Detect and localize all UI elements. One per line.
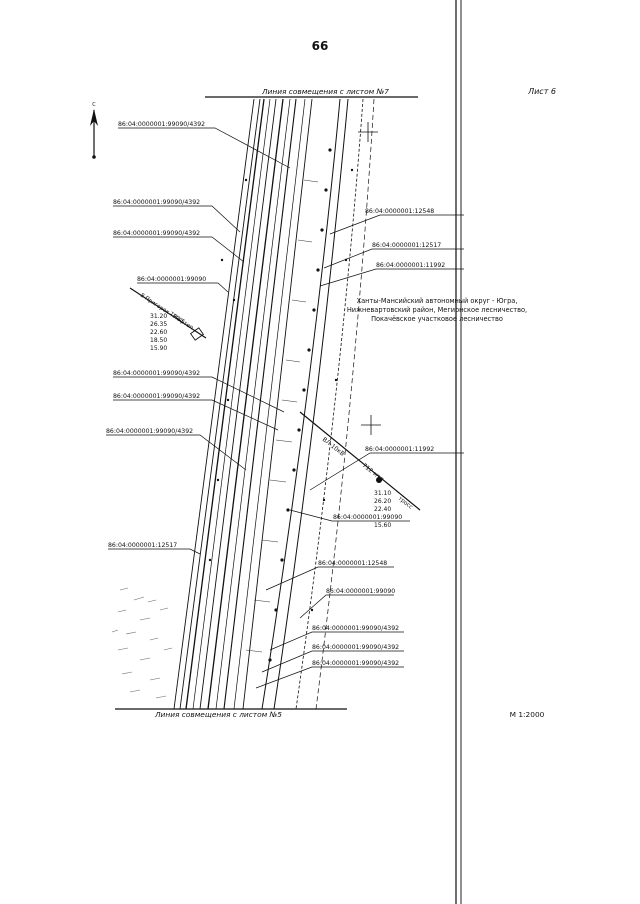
parcel-label-f: 86:04:0000001:99090/4392 <box>113 393 200 400</box>
parcel-label-j: 86:04:0000001:12517 <box>372 242 441 249</box>
region-note-line-1: Ханты-Мансийский автономный округ - Югра… <box>357 297 518 305</box>
parcel-label-p: 86:04:0000001:99090/4392 <box>312 625 399 632</box>
parcel-label-c: 86:04:0000001:99090/4392 <box>113 230 200 237</box>
left-elev-2: 26.35 <box>150 321 167 328</box>
left-elev-4: 18.50 <box>150 337 167 344</box>
right-elev-4: 15.60 <box>374 522 391 529</box>
leader-lines <box>106 127 464 689</box>
parcel-label-m: 86:04:0000001:99090 <box>333 514 402 521</box>
page-number: 66 <box>312 39 329 53</box>
parcel-label-o: 86:04:0000001:99090 <box>326 588 395 595</box>
parcel-label-i: 86:04:0000001:12548 <box>365 208 434 215</box>
power-line <box>299 411 421 511</box>
parcel-label-r: 86:04:0000001:99090/4392 <box>312 660 399 667</box>
parcel-label-q: 86:04:0000001:99090/4392 <box>312 644 399 651</box>
parcel-label-g: 86:04:0000001:99090/4392 <box>106 428 193 435</box>
right-elev-3: 22.40 <box>374 506 391 513</box>
right-elev-2: 26.20 <box>374 498 391 505</box>
region-note-line-3: Покачёвское участковое лесничество <box>371 315 503 323</box>
parcel-label-d: 86:04:0000001:99090 <box>137 276 206 283</box>
left-elev-3: 22.60 <box>150 329 167 336</box>
parcel-label-b: 86:04:0000001:99090/4392 <box>113 199 200 206</box>
power-pole-icon <box>376 477 382 483</box>
north-arrow-icon <box>90 109 98 159</box>
structure-icon <box>189 327 205 341</box>
parcel-label-n: 86:04:0000001:12548 <box>318 560 387 567</box>
right-elev-1: 31.10 <box>374 490 391 497</box>
left-elev-5: 15.90 <box>150 345 167 352</box>
forest-texture <box>111 587 173 699</box>
parcel-label-a: 86:04:0000001:99090/4392 <box>118 121 205 128</box>
sheet-label: Лист 6 <box>527 87 556 96</box>
pipeline-crossing <box>129 287 207 339</box>
region-note-line-2: Нижневартовский район, Мегионское леснич… <box>347 306 527 314</box>
parcel-label-l: 86:04:0000001:11992 <box>365 446 434 453</box>
bottom-match-line-label: Линия совмещения с листом №5 <box>154 710 282 719</box>
crosshair-icon <box>358 122 381 435</box>
parcel-label-k: 86:04:0000001:11992 <box>376 262 445 269</box>
parcel-label-e: 86:04:0000001:99090/4392 <box>113 370 200 377</box>
survey-points <box>208 148 354 662</box>
parcel-label-h: 86:04:0000001:12517 <box>108 542 177 549</box>
map-scale: М 1:2000 <box>510 710 545 719</box>
road-corridor <box>173 98 375 710</box>
left-elev-1: 31.20 <box>150 313 167 320</box>
top-match-line-label: Линия совмещения с листом №7 <box>261 87 389 96</box>
power-line-length: 712 мтп <box>361 462 385 483</box>
corridor-hatching <box>245 179 319 653</box>
north-symbol: С <box>92 102 96 108</box>
